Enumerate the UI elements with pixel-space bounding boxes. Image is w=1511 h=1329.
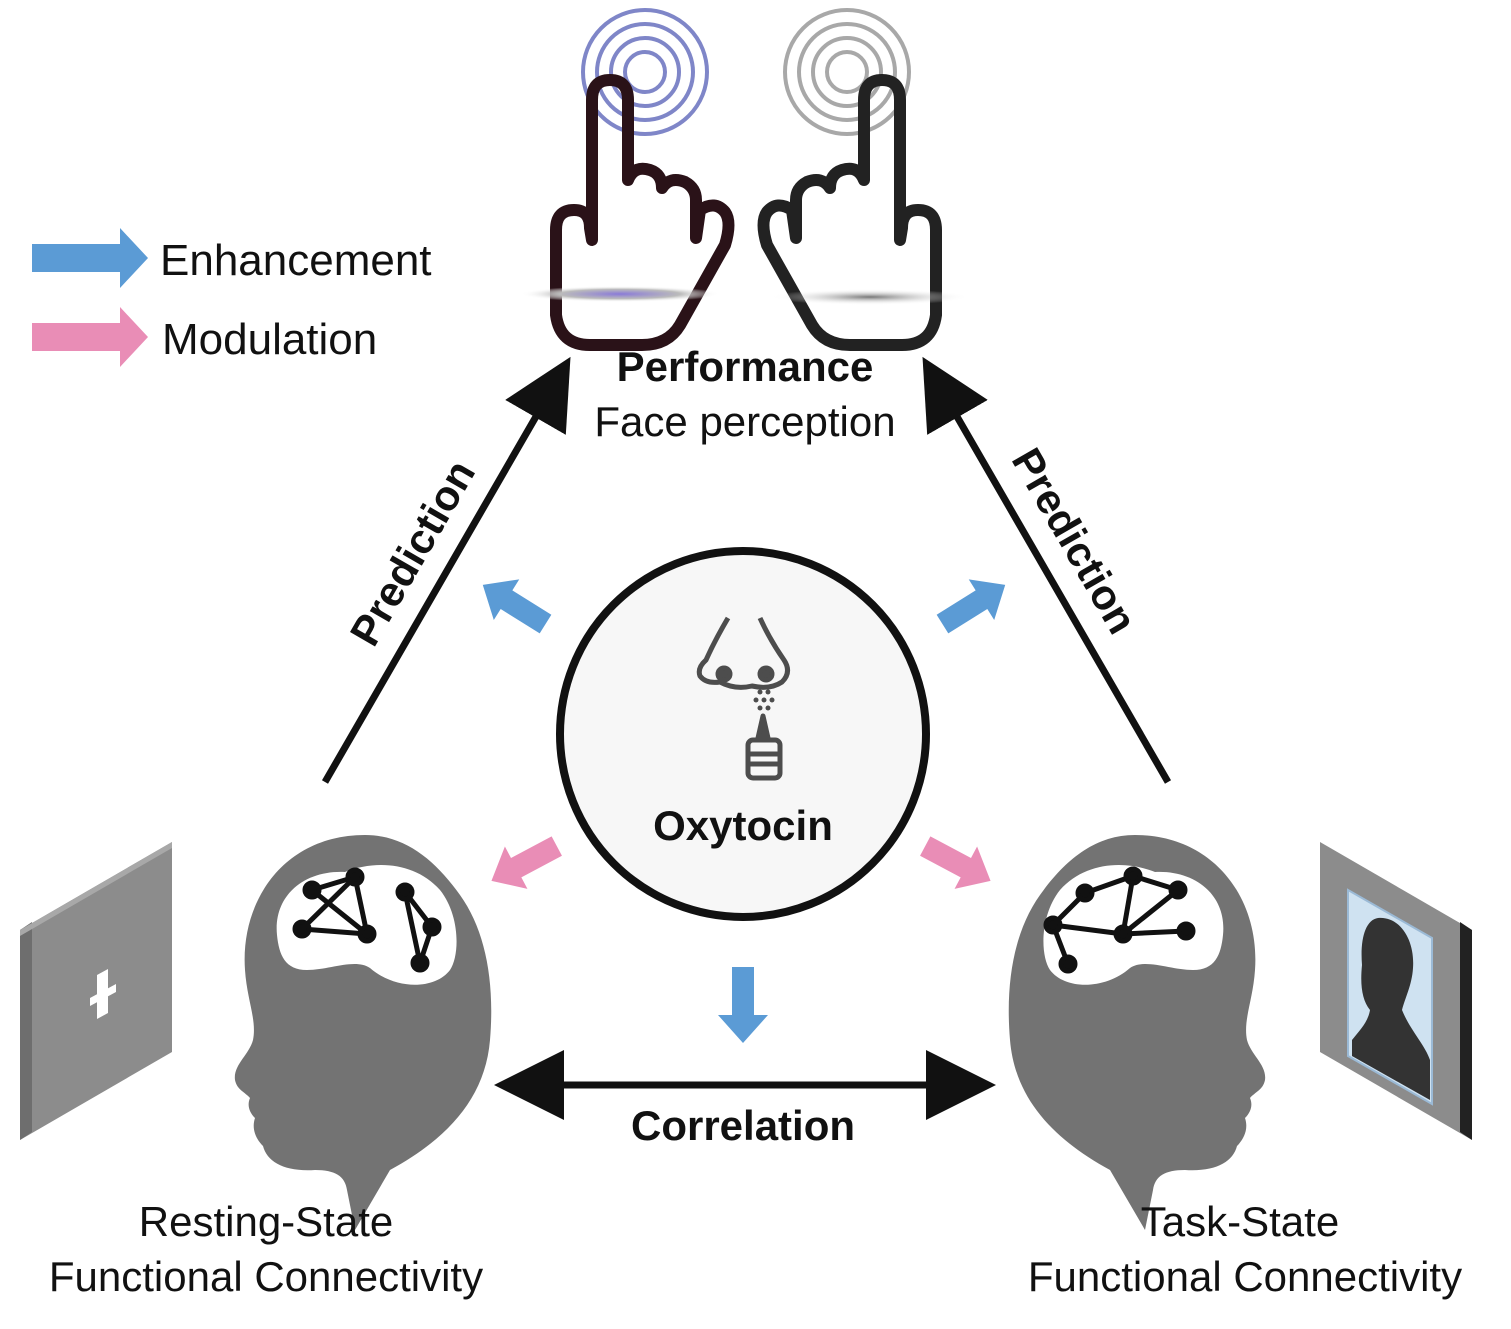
tap-hand-icon-left (520, 8, 729, 345)
correlation-label: Correlation (631, 1102, 855, 1149)
modulation-arrow-left-icon (491, 836, 562, 889)
task-state-head-icon (1008, 835, 1266, 1230)
right-prediction-label: Prediction (1003, 440, 1146, 641)
task-network-icon (1043, 866, 1196, 974)
legend: Enhancement Modulation (32, 228, 432, 367)
nose-spray-icon (696, 616, 790, 781)
modulation-arrow-right-icon (920, 836, 991, 889)
enhancement-arrow-down-icon (718, 967, 768, 1043)
left-prediction-arrow (321, 356, 571, 784)
left-prediction-label: Prediction (341, 452, 484, 653)
resting-state-label-line2: Functional Connectivity (49, 1253, 483, 1300)
resting-state-head-icon (234, 835, 492, 1230)
oxytocin-label: Oxytocin (653, 802, 833, 849)
face-silhouette-icon (1352, 917, 1430, 1100)
task-state-label-line2: Functional Connectivity (1028, 1253, 1462, 1300)
fixation-cross-icon (90, 969, 116, 1019)
resting-state-label-line1: Resting-State (139, 1198, 393, 1245)
enhancement-arrow-upper-right-icon (936, 579, 1006, 634)
fixation-screen-icon (20, 842, 172, 1140)
resting-network-icon (292, 867, 442, 973)
enhancement-arrow-upper-left-icon (482, 579, 552, 634)
face-perception-subtitle: Face perception (594, 398, 895, 445)
right-prediction-arrow (922, 356, 1172, 784)
hand-icons (520, 8, 970, 345)
tap-hand-icon-right (764, 8, 970, 345)
face-screen-icon (1320, 842, 1472, 1140)
legend-modulation-arrow-icon (32, 307, 148, 367)
legend-modulation-label: Modulation (162, 315, 377, 364)
legend-enhancement-label: Enhancement (160, 236, 432, 285)
oxytocin-node: Oxytocin (556, 547, 930, 921)
performance-title: Performance (617, 343, 874, 390)
task-state-label-line1: Task-State (1141, 1198, 1339, 1245)
legend-enhancement-arrow-icon (32, 228, 148, 288)
